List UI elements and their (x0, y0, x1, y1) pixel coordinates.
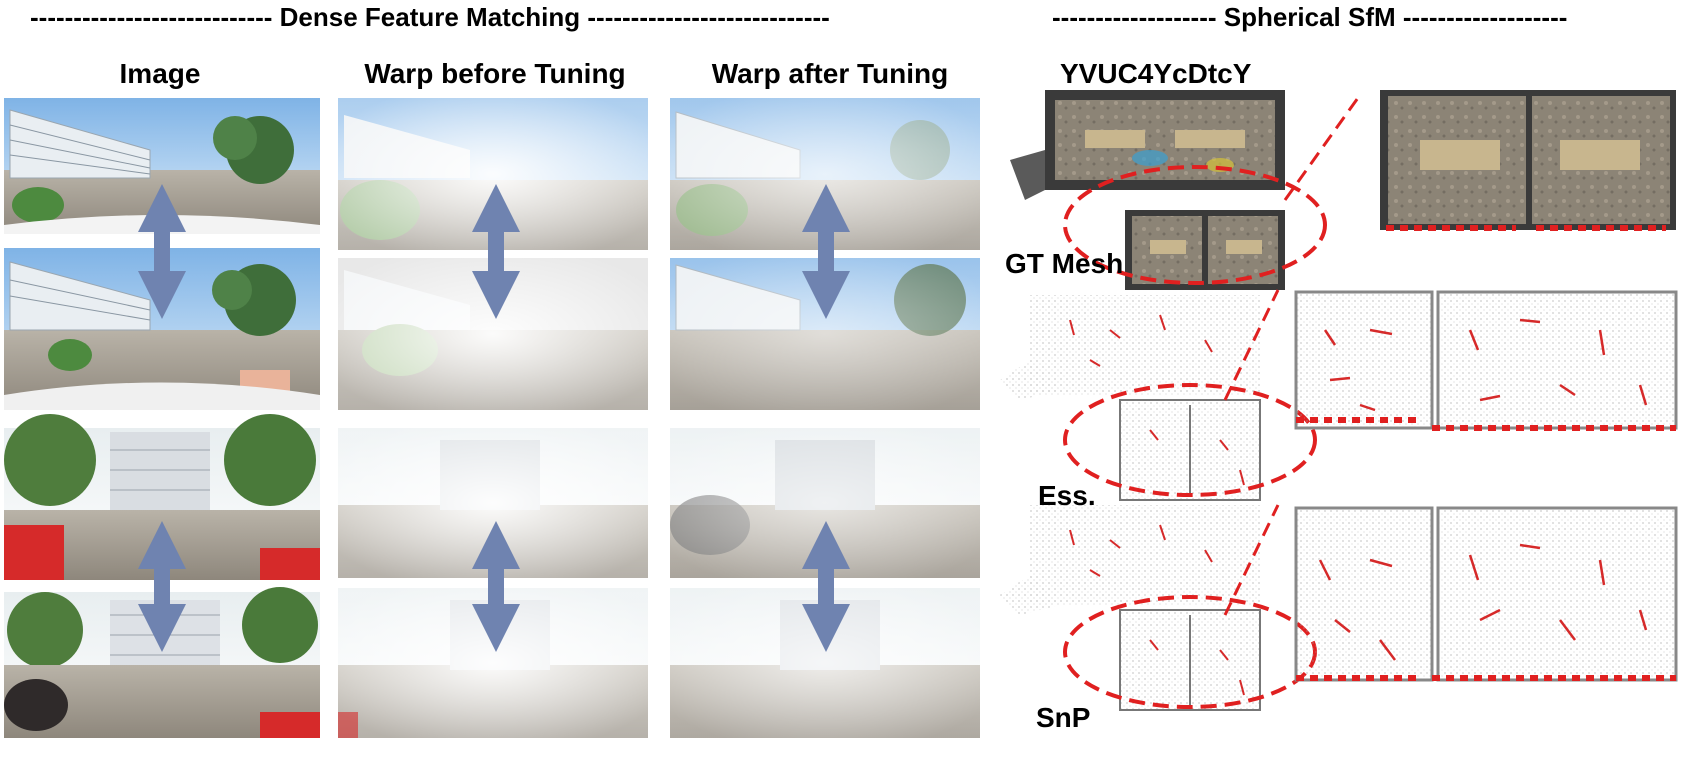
gt-mesh-zoom (1380, 90, 1676, 231)
ess-highlight (1063, 383, 1317, 497)
sfm-row-label-ess: Ess. (1038, 480, 1096, 511)
scene-id-label: YVUC4YcDtcY (1060, 58, 1252, 89)
dense-matching-panels (4, 98, 980, 738)
snp-zoom-connector (1223, 504, 1280, 616)
snp-pointcloud-overview (1000, 505, 1261, 711)
dense-feature-matching-header: ---------------------------- Dense Featu… (30, 2, 830, 32)
ess-zoom-connector (1223, 289, 1280, 401)
sfm-row-label-gt-mesh: GT Mesh (1005, 248, 1124, 279)
spherical-sfm-header: ------------------- Spherical SfM ------… (1052, 2, 1568, 32)
ess-pointcloud-zoom (1294, 290, 1678, 431)
column-title-image: Image (119, 58, 201, 89)
gt-mesh-zoom-connector (1283, 94, 1362, 201)
snp-pointcloud-zoom (1294, 506, 1678, 682)
column-title-warp-after: Warp after Tuning (711, 58, 949, 89)
sfm-panels (1000, 90, 1678, 711)
column-title-warp-before: Warp before Tuning (364, 58, 626, 89)
ess-pointcloud-overview (1000, 295, 1261, 501)
warp-after-panel-2-top (670, 428, 980, 578)
sfm-row-label-snp: SnP (1036, 702, 1091, 733)
gt-mesh-highlight (1063, 165, 1327, 285)
